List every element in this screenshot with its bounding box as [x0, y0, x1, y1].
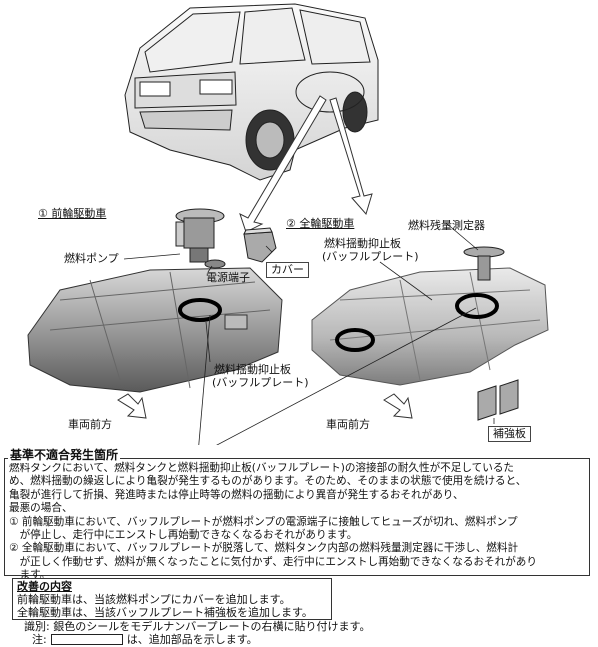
note-suffix: は、追加部品を示します。: [126, 632, 258, 646]
note-prefix: 注:: [32, 632, 47, 646]
vehicle-front-label-2: 車両前方: [326, 418, 370, 431]
four-wd-tank-drawing: [311, 267, 549, 386]
vehicle-front-arrows: [117, 393, 413, 419]
fuel-gauge-label: 燃料残量測定器: [408, 219, 485, 232]
reinforcement-label: 補強板: [488, 426, 531, 442]
fuel-pump-label: 燃料ポンプ: [64, 252, 119, 265]
id-note: 識別: 銀色のシールをモデルナンバープレートの右横に貼り付けます。: [24, 620, 371, 633]
defect-line: ① 前輪駆動車において、バッフルプレートが燃料ポンプの電源端子に接触してヒューズ…: [9, 515, 518, 528]
recall-illustration: [27, 3, 549, 445]
front-drive-tank-drawing: [27, 267, 283, 393]
baffle-front-label-2: (バッフルプレート): [212, 376, 309, 389]
vehicle-front-label-1: 車両前方: [68, 418, 112, 431]
defect-line: が停止し、走行中にエンストし再始動できなくなるおそれがあります。: [9, 529, 358, 542]
defect-line: 亀裂が進行して折損、発進時または停止時等の燃料の揺動により異音が発生するおそれが…: [9, 488, 464, 501]
baffle-front-label-1: 燃料揺動抑止板: [214, 363, 291, 376]
baffle-4wd-label-2: (バッフルプレート): [322, 250, 419, 263]
fuel-gauge-drawing: [463, 246, 505, 281]
defect-line: 最悪の場合、: [9, 502, 73, 515]
cover-part-drawing: [243, 227, 277, 263]
defect-line: が正しく作動せず、燃料が無くなったことに気付かず、走行中にエンストし再始動できな…: [9, 555, 537, 568]
improvement-box: 改善の内容 前輪駆動車は、当該燃料ポンプにカバーを追加します。 全輪駆動車は、当…: [12, 578, 332, 620]
improvement-line: 全輪駆動車は、当該バッフルプレート補強板を追加します。: [17, 606, 313, 619]
defect-title: 基準不適合発生箇所: [8, 446, 121, 463]
defect-line: ② 全輪駆動車において、バッフルプレートが脱落して、燃料タンク内部の燃料残量測定…: [9, 542, 519, 555]
baffle-4wd-label-1: 燃料揺動抑止板: [324, 237, 401, 250]
defect-line: め、燃料揺動の繰返しにより亀裂が発生するものがあります。そのため、そのままの状態…: [9, 475, 527, 488]
improvement-title: 改善の内容: [17, 580, 72, 593]
front-drive-label: ① 前輪駆動車: [38, 207, 107, 220]
reinforcement-plate-drawing: [477, 379, 519, 421]
cover-label: カバー: [266, 262, 309, 278]
legend-note: 注: は、追加部品を示します。: [24, 632, 370, 647]
fuel-pump-drawing: [175, 208, 226, 269]
four-wd-label: ② 全輪駆動車: [286, 217, 355, 230]
leader-lines: [123, 222, 495, 445]
vehicle-drawing: [124, 3, 379, 181]
defect-line: 燃料タンクにおいて、燃料タンクと燃料揺動抑止板(バッフルプレート)の溶接部の耐久…: [9, 462, 515, 474]
notes: 識別: 銀色のシールをモデルナンバープレートの右横に貼り付けます。 注: は、追加…: [24, 620, 371, 647]
power-terminal-label: 電源端子: [206, 271, 250, 284]
callout-arrows: [239, 95, 373, 233]
improvement-line: 前輪駆動車は、当該燃料ポンプにカバーを追加します。: [17, 593, 291, 606]
defect-box: 燃料タンクにおいて、燃料タンクと燃料揺動抑止板(バッフルプレート)の溶接部の耐久…: [4, 458, 590, 581]
added-part-box-symbol: [50, 634, 123, 645]
